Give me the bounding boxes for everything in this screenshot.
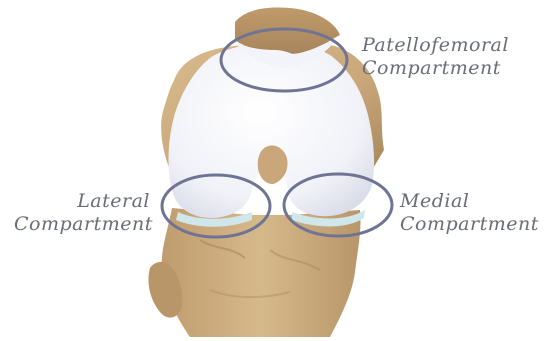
- medial-compartment-label: Medial Compartment: [400, 190, 539, 236]
- intercondylar-notch: [258, 146, 288, 184]
- patellofemoral-label-line2: Compartment: [362, 57, 509, 80]
- lateral-compartment-label: Lateral Compartment: [14, 190, 150, 236]
- patellofemoral-compartment-label: Patellofemoral Compartment: [362, 34, 509, 80]
- lateral-label-line2: Compartment: [14, 213, 150, 236]
- patellofemoral-label-line1: Patellofemoral: [362, 34, 509, 57]
- tibia-bone: [162, 208, 361, 337]
- lateral-label-line1: Lateral: [14, 190, 150, 213]
- medial-label-line2: Compartment: [400, 213, 539, 236]
- medial-label-line1: Medial: [400, 190, 539, 213]
